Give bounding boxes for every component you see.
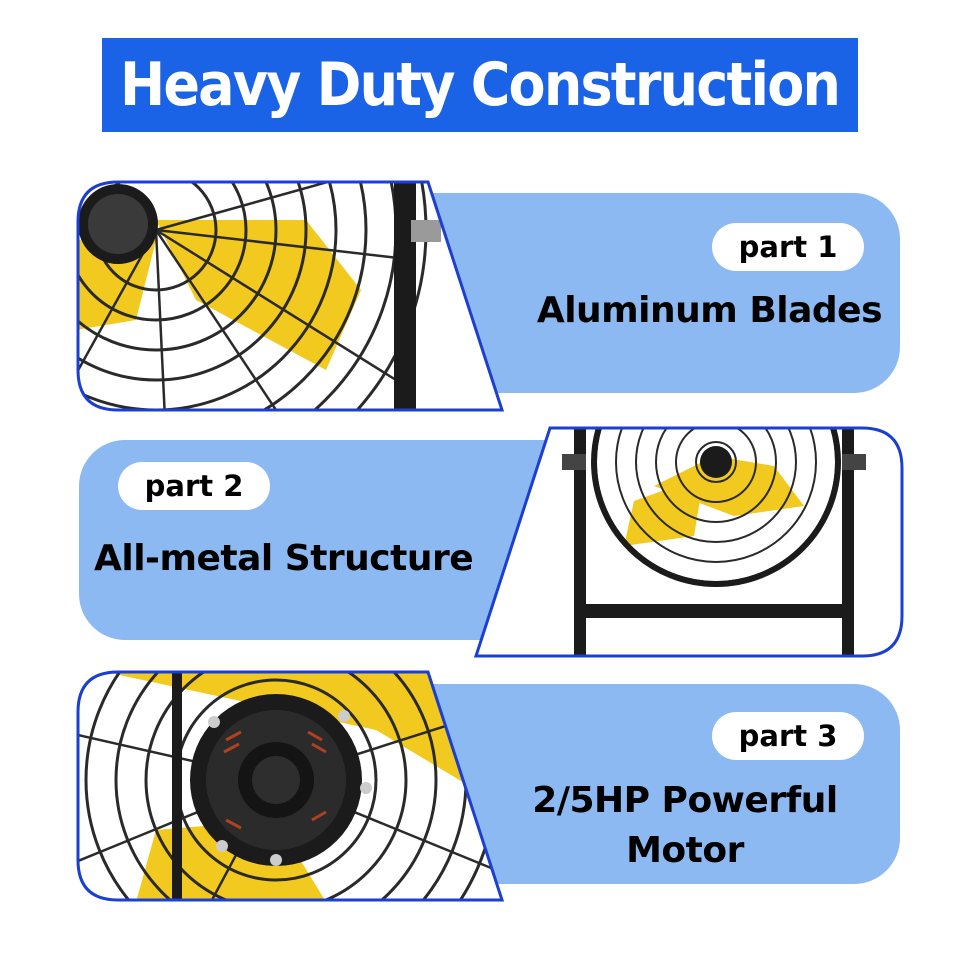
part-3-feature-line2: Motor [626, 830, 744, 871]
part-3-feature: 2/5HP Powerful Motor [500, 776, 870, 876]
part-2-feature: All-metal Structure [94, 538, 474, 579]
part-1-feature: Aluminum Blades [536, 290, 883, 331]
fan-structure-photo [474, 426, 904, 658]
part-3-badge: part 3 [712, 712, 864, 760]
part-3-feature-line1: 2/5HP Powerful [532, 780, 838, 821]
title-banner: Heavy Duty Construction [102, 38, 858, 132]
part-2-badge: part 2 [118, 462, 270, 510]
fan-motor-photo [76, 670, 504, 902]
fan-blades-photo [76, 180, 504, 412]
page-title: Heavy Duty Construction [120, 50, 841, 120]
part-1-badge: part 1 [712, 223, 864, 271]
